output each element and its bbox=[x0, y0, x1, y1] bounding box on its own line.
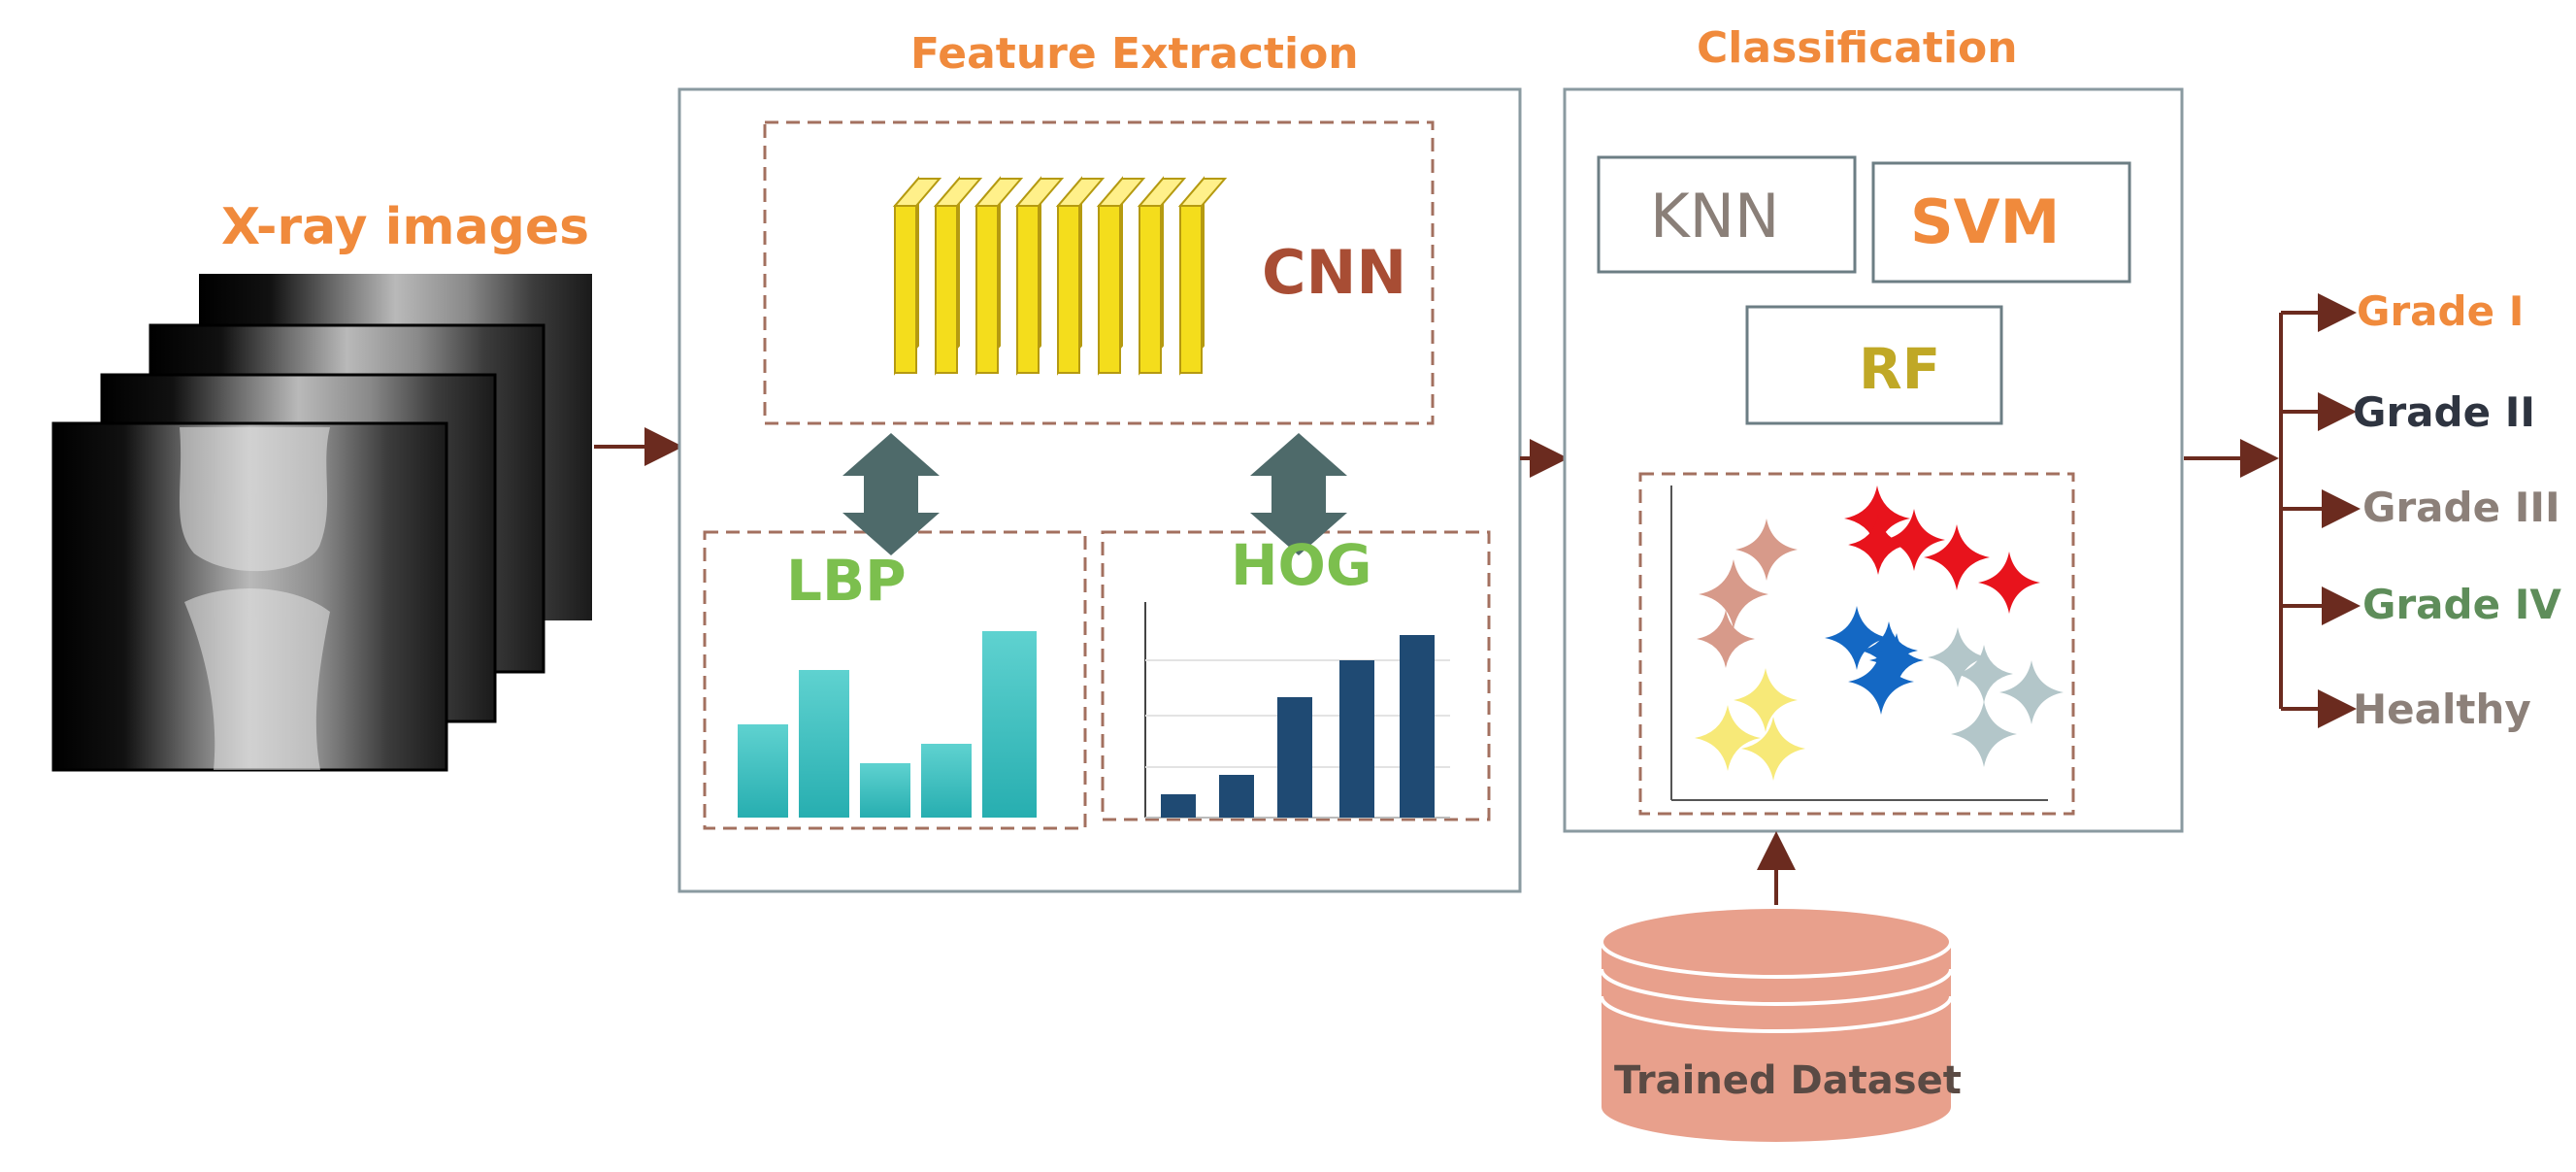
knn-box bbox=[1597, 155, 1857, 274]
lbp-bar bbox=[799, 670, 849, 818]
double-arrow-cnn-hog bbox=[1250, 433, 1347, 555]
classification-title: Classification bbox=[1697, 23, 2018, 73]
lbp-bar bbox=[860, 763, 910, 818]
cnn-filter bbox=[1137, 176, 1187, 376]
xray-image-stack bbox=[51, 274, 592, 772]
cluster-dashed-box bbox=[1638, 472, 2075, 816]
feature-extraction-title: Feature Extraction bbox=[910, 29, 1359, 79]
output-healthy: Healthy bbox=[2353, 686, 2531, 733]
lbp-label: LBP bbox=[786, 548, 907, 614]
output-grade-ii: Grade II bbox=[2353, 388, 2535, 436]
trained-dataset-cylinder bbox=[1600, 905, 1953, 1142]
lbp-histogram bbox=[738, 629, 1039, 818]
lbp-bar bbox=[982, 631, 1037, 818]
rf-box bbox=[1745, 305, 2003, 425]
rf-label: RF bbox=[1859, 336, 1941, 402]
cnn-dashed-box bbox=[763, 120, 1435, 425]
cnn-filter bbox=[1055, 176, 1106, 376]
knee-bone-shape bbox=[180, 427, 330, 770]
output-grade-iv: Grade IV bbox=[2362, 581, 2561, 628]
cnn-filter bbox=[1014, 176, 1065, 376]
svm-box bbox=[1871, 161, 2131, 284]
hog-bar bbox=[1400, 635, 1435, 818]
lbp-bar bbox=[921, 744, 972, 818]
svm-label: SVM bbox=[1910, 186, 2061, 257]
hog-label: HOG bbox=[1231, 532, 1372, 598]
double-arrow-cnn-lbp bbox=[842, 433, 940, 555]
cnn-filter-stack bbox=[892, 176, 1228, 376]
hog-bar bbox=[1219, 775, 1254, 818]
lbp-bar bbox=[738, 724, 788, 818]
cnn-filter bbox=[1177, 176, 1228, 376]
lbp-dashed-box bbox=[703, 530, 1087, 830]
hog-bar bbox=[1277, 697, 1312, 818]
xray-images-title: X-ray images bbox=[221, 198, 590, 256]
cnn-filter bbox=[892, 176, 942, 376]
output-grade-i: Grade I bbox=[2357, 287, 2525, 335]
cnn-filter bbox=[1096, 176, 1146, 376]
output-grade-iii: Grade III bbox=[2362, 484, 2560, 531]
hog-histogram bbox=[1144, 602, 1450, 819]
trained-dataset-label: Trained Dataset bbox=[1614, 1058, 1962, 1103]
hog-bar bbox=[1161, 794, 1196, 818]
hog-bar bbox=[1339, 660, 1374, 818]
cnn-label: CNN bbox=[1262, 237, 1407, 308]
knn-label: KNN bbox=[1650, 181, 1780, 251]
cnn-filter bbox=[974, 176, 1024, 376]
cnn-filter bbox=[933, 176, 983, 376]
